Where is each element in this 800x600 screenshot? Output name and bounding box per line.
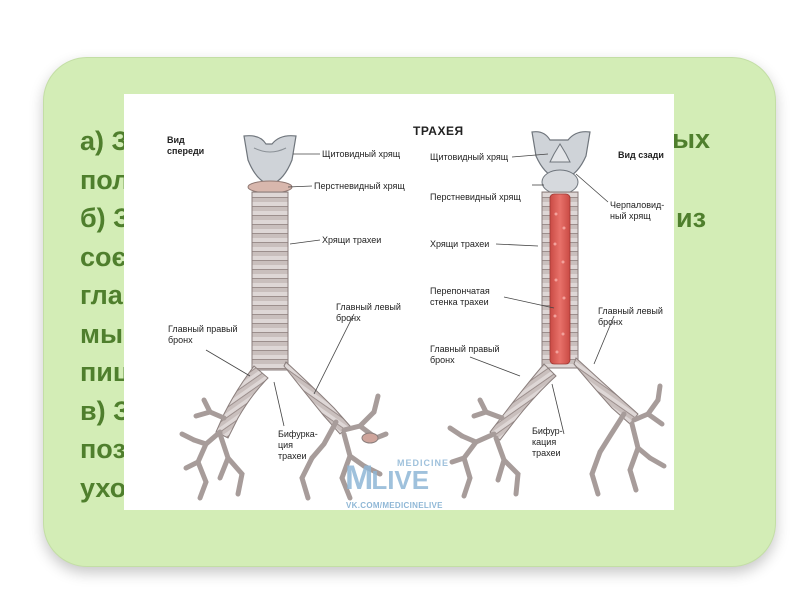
- text-line: б) З: [80, 203, 131, 233]
- figure-title: ТРАХЕЯ: [413, 124, 464, 138]
- front-cricoid-label: Перстневидный хрящ: [314, 181, 405, 191]
- text-line: пол: [80, 164, 130, 195]
- back-membranous-wall-label: Перепончатая стенка трахеи: [430, 286, 490, 307]
- back-cricoid-label: Перстневидный хрящ: [430, 192, 521, 202]
- text-fragment-right-2: из: [676, 203, 707, 233]
- text-line: гла: [80, 280, 123, 310]
- text-line: а) З: [80, 126, 129, 156]
- front-rings-label: Хрящи трахеи: [322, 235, 382, 245]
- front-right-bronchus-label: Главный правый бронх: [168, 324, 238, 345]
- back-right-bronchus-label: Главный правый бронх: [430, 344, 500, 365]
- text-line: пиц: [80, 357, 130, 387]
- back-view-label: Вид сзади: [618, 150, 664, 160]
- back-left-bronchus-label: Главный левый бронх: [598, 306, 663, 327]
- medicinelive-watermark-logo: MLIVE MEDICINE: [345, 458, 450, 497]
- trachea-drawing: [179, 131, 667, 501]
- text-line: в) З: [80, 395, 131, 426]
- back-rings-label: Хрящи трахеи: [430, 239, 490, 249]
- front-left-bronchus-label: Главный левый бронх: [336, 302, 401, 323]
- front-view: [179, 135, 389, 501]
- slide-text-lines: а) З пол б) З соє гла мы пиц в) З поз ух…: [80, 122, 130, 507]
- text-line: мы: [80, 318, 124, 349]
- text-line: ухо: [80, 472, 127, 503]
- front-thyroid-label: Щитовидный хрящ: [322, 149, 401, 159]
- trachea-illustration: ТРАХЕЯ Вид спереди Щитовидный хрящ Перст…: [124, 94, 674, 510]
- back-arytenoid-label: Черпаловид- ный хрящ: [610, 200, 665, 221]
- text-line: соє: [80, 241, 127, 272]
- back-thyroid-label: Щитовидный хрящ: [430, 152, 509, 162]
- text-fragment-right-1: ых: [672, 124, 711, 154]
- text-line: поз: [80, 434, 126, 464]
- back-bifurcation-label: Бифур- кация трахеи: [532, 426, 563, 458]
- front-bifurcation-label: Бифурка- ция трахеи: [278, 429, 318, 461]
- back-view: [447, 131, 667, 499]
- front-view-label: Вид спереди: [167, 135, 205, 156]
- medicinelive-watermark-url: VK.COM/MEDICINELIVE: [346, 501, 443, 510]
